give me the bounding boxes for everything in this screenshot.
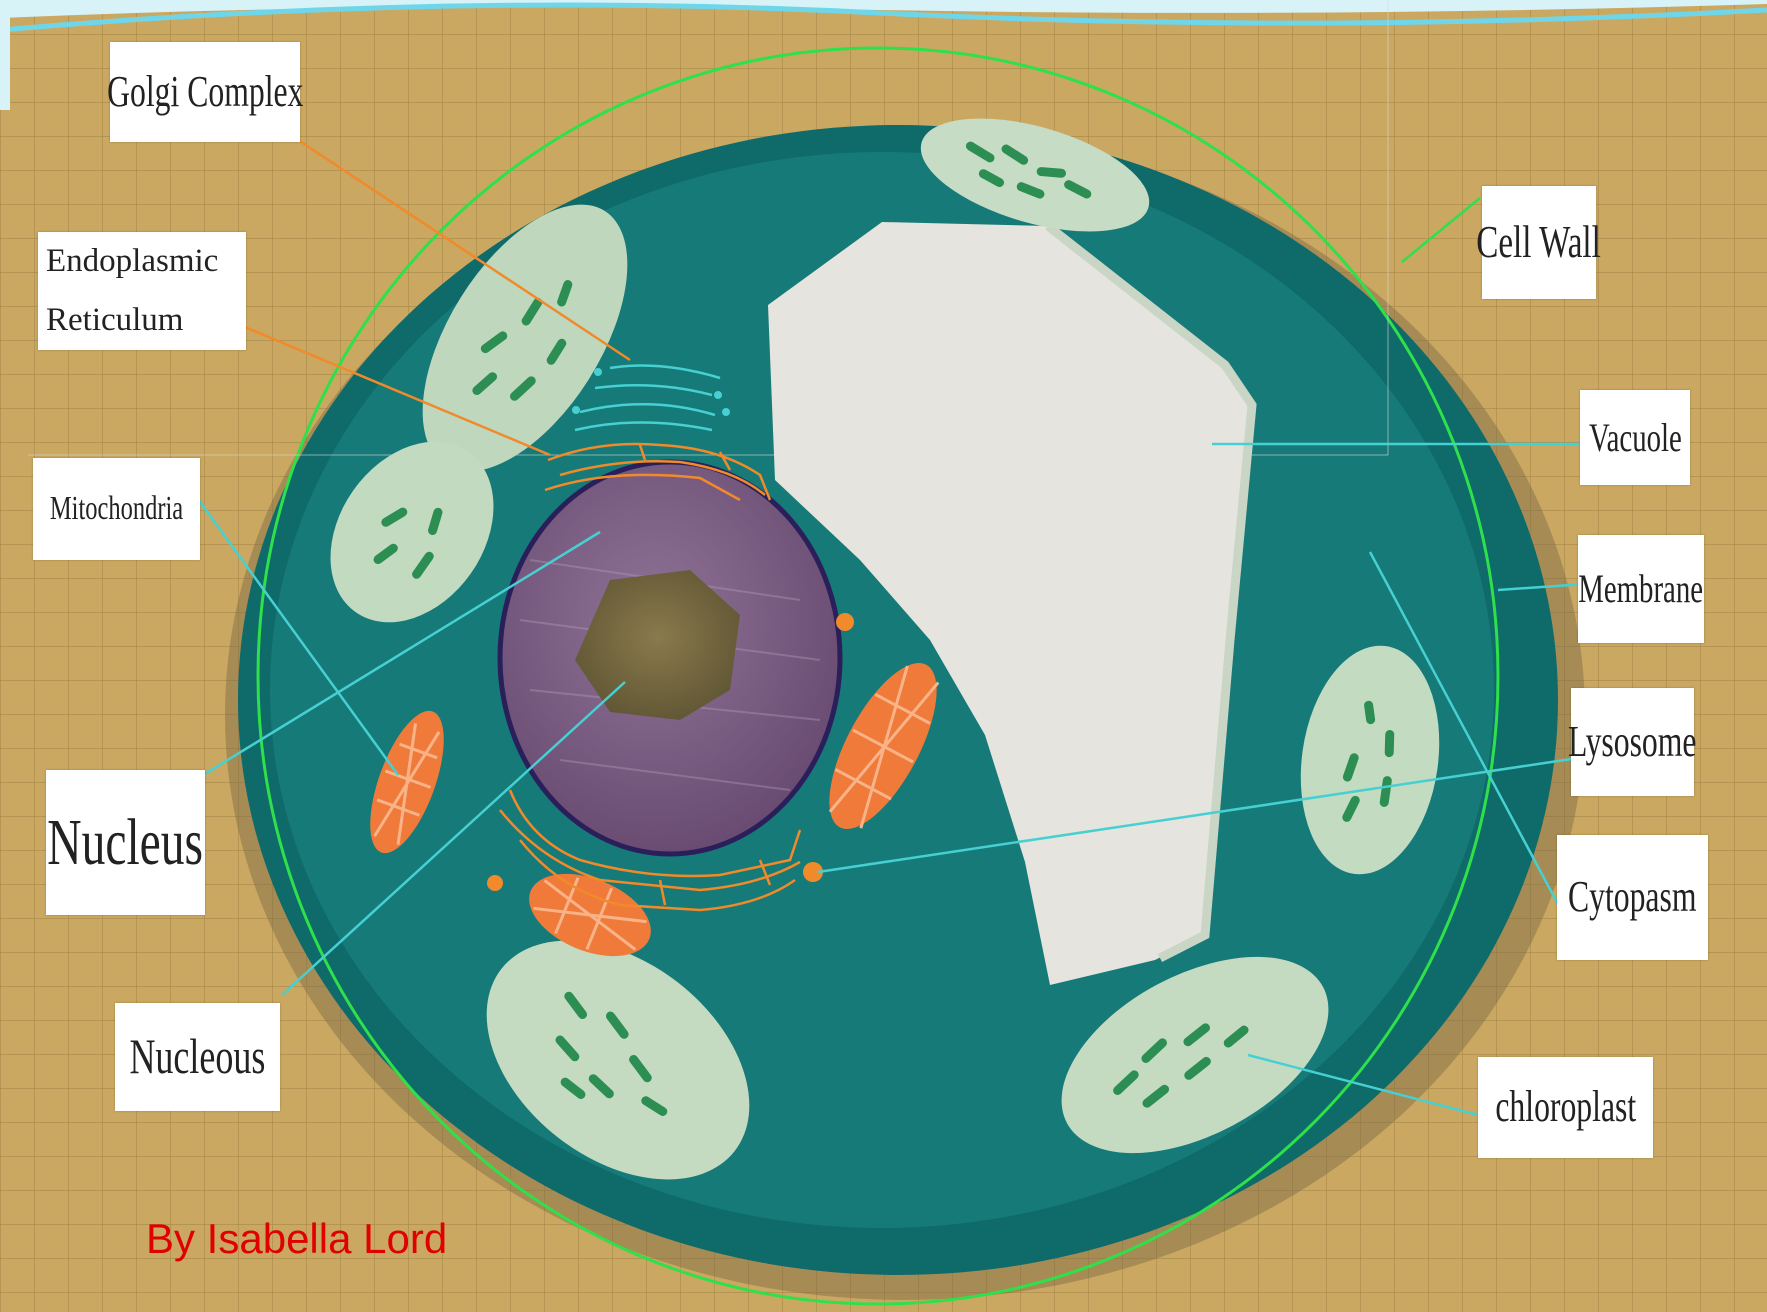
label-mitochondria: Mitochondria <box>33 458 200 560</box>
label-nucleus: Nucleus <box>46 770 205 915</box>
golgi-vesicle <box>572 406 580 414</box>
label-lysosome: Lysosome <box>1571 688 1694 796</box>
lysosome-dot <box>836 613 854 631</box>
label-membrane: Membrane <box>1578 535 1704 643</box>
label-cell-wall: Cell Wall <box>1482 186 1596 299</box>
golgi-vesicle <box>722 408 730 416</box>
label-nucleous: Nucleous <box>115 1003 280 1111</box>
label-er-line1: Endoplasmic <box>46 243 218 281</box>
label-er-line2: Reticulum <box>46 302 183 340</box>
label-golgi-complex: Golgi Complex <box>110 42 300 142</box>
label-vacuole: Vacuole <box>1580 390 1690 485</box>
label-endoplasmic-reticulum: Endoplasmic Reticulum <box>38 232 246 350</box>
label-cytoplasm: Cytopasm <box>1557 835 1708 960</box>
golgi-vesicle <box>714 391 722 399</box>
lysosome-dot <box>487 875 503 891</box>
golgi-vesicle <box>594 368 602 376</box>
label-chloroplast: chloroplast <box>1478 1057 1653 1158</box>
author-credit: By Isabella Lord <box>146 1215 447 1263</box>
slide-frame-left <box>0 0 10 110</box>
